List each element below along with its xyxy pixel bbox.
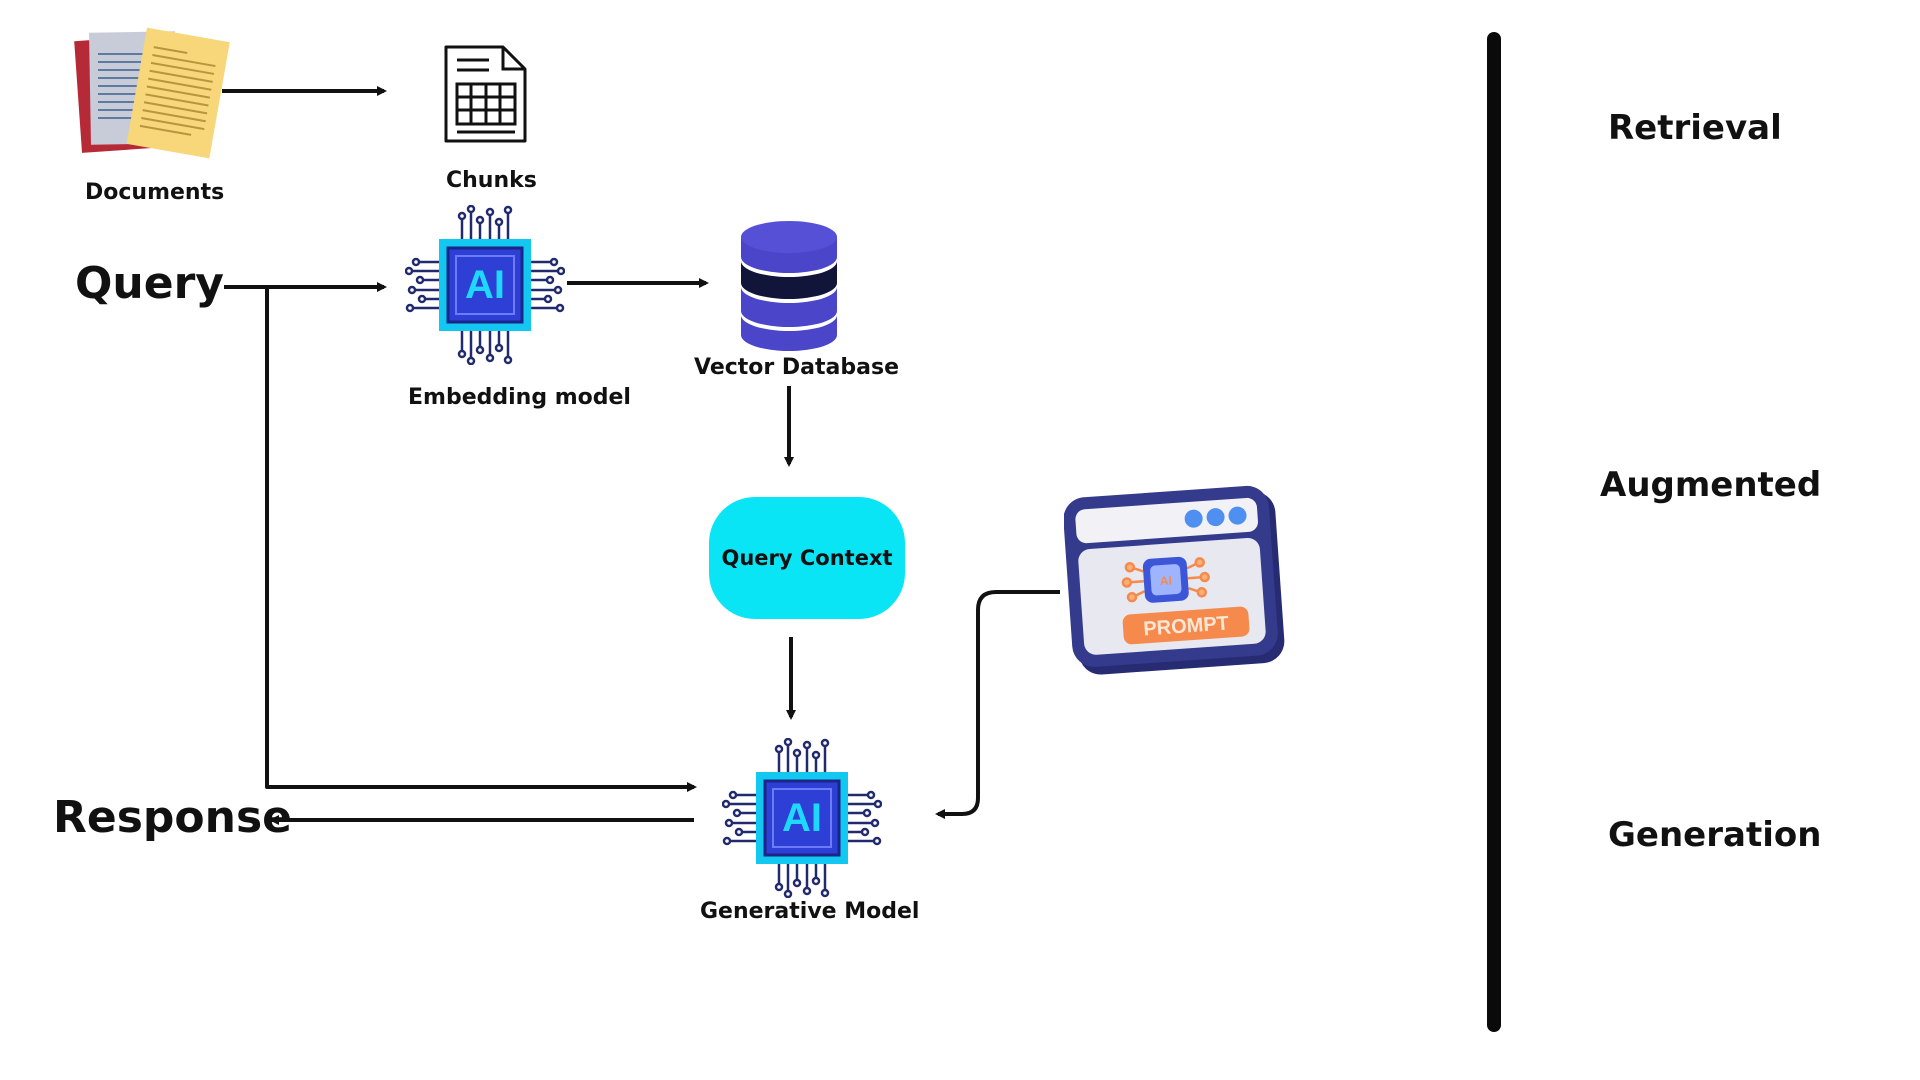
- spreadsheet-document-icon: [444, 45, 527, 143]
- embedding-chip-text: AI: [465, 263, 505, 307]
- response-label: Response: [53, 792, 292, 843]
- embedding-model-label: Embedding model: [408, 385, 631, 410]
- chunks-label: Chunks: [446, 168, 537, 193]
- documents-icon: [74, 27, 230, 159]
- stage-label-augmented: Augmented: [1600, 465, 1822, 505]
- generative-chip-text: AI: [782, 796, 822, 840]
- ai-chip-icon: AI: [722, 738, 882, 898]
- vector-database-label: Vector Database: [694, 355, 900, 380]
- stage-divider: [1487, 32, 1501, 1032]
- query-context-label: Query Context: [721, 546, 893, 570]
- ai-chip-icon: AI: [405, 205, 565, 365]
- edge-prompt-to-generative-model: [935, 590, 1060, 819]
- query-label: Query: [75, 258, 224, 309]
- edge-query-to-generative-model: [265, 287, 697, 792]
- database-icon: [741, 221, 837, 351]
- stage-label-retrieval: Retrieval: [1608, 108, 1782, 148]
- prompt-chip-text: AI: [1159, 573, 1172, 588]
- documents-label: Documents: [85, 180, 225, 205]
- query-context-node: Query Context: [709, 497, 905, 619]
- ai-prompt-window-icon: AI PROMPT: [1064, 485, 1285, 675]
- stage-label-generation: Generation: [1608, 815, 1822, 855]
- generative-model-label: Generative Model: [700, 899, 920, 924]
